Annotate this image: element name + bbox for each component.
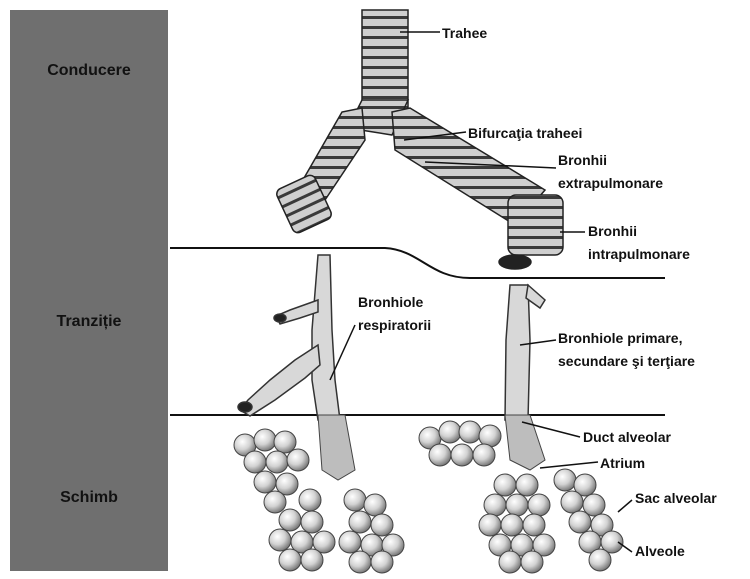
label-bronhiole-prim-2: secundare şi terţiare <box>558 353 695 369</box>
label-duct: Duct alveolar <box>583 429 671 445</box>
label-trahee: Trahee <box>442 25 487 41</box>
label-bronhii-extra-1: Bronhii <box>558 152 607 168</box>
label-bronhii-extra-2: extrapulmonare <box>558 175 663 191</box>
label-bronhii-intra-1: Bronhii <box>588 223 637 239</box>
label-bronhii-intra-2: intrapulmonare <box>588 246 690 262</box>
bronchioles-shape <box>238 255 545 420</box>
label-atrium: Atrium <box>600 455 645 471</box>
label-sac: Sac alveolar <box>635 490 717 506</box>
label-alveole: Alveole <box>635 543 685 559</box>
label-bronhiole-resp-2: respiratorii <box>358 317 431 333</box>
label-bifurcatia: Bifurcaţia traheei <box>468 125 582 141</box>
label-bronhiole-resp-1: Bronhiole <box>358 294 424 310</box>
label-bronhiole-prim-1: Bronhiole primare, <box>558 330 682 346</box>
alveoli-left <box>234 415 404 573</box>
